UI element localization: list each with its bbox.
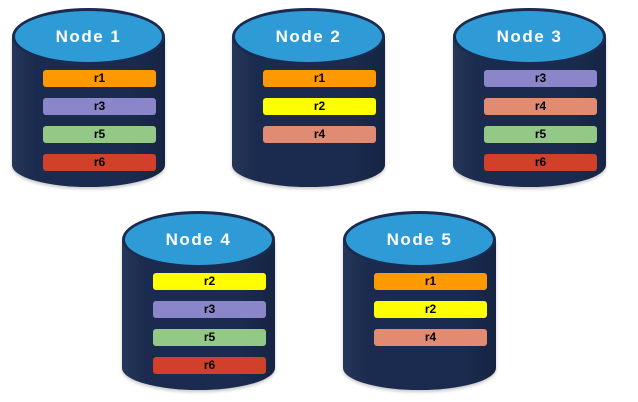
- database-node-2[interactable]: Node 2 r1 r2 r4: [232, 8, 385, 187]
- range-bar[interactable]: r5: [43, 126, 156, 143]
- range-bar[interactable]: r1: [43, 70, 156, 87]
- cylinder-top-icon: [453, 8, 606, 65]
- range-bar[interactable]: r1: [263, 70, 376, 87]
- range-list: r3 r4 r5 r6: [484, 70, 597, 171]
- range-list: r2 r3 r5 r6: [153, 273, 266, 374]
- database-node-5[interactable]: Node 5 r1 r2 r4: [343, 211, 496, 390]
- range-bar[interactable]: r6: [484, 154, 597, 171]
- range-bar[interactable]: r1: [374, 273, 487, 290]
- node-title: Node 3: [496, 27, 563, 46]
- range-bar[interactable]: r5: [153, 329, 266, 346]
- range-bar[interactable]: r4: [374, 329, 487, 346]
- range-bar[interactable]: r5: [484, 126, 597, 143]
- range-bar[interactable]: r2: [374, 301, 487, 318]
- range-bar[interactable]: r2: [263, 98, 376, 115]
- range-list: r1 r2 r4: [263, 70, 376, 143]
- range-list: r1 r3 r5 r6: [43, 70, 156, 171]
- range-bar[interactable]: r6: [153, 357, 266, 374]
- cylinder-top-icon: [122, 211, 275, 268]
- range-bar[interactable]: r4: [263, 126, 376, 143]
- range-bar[interactable]: r6: [43, 154, 156, 171]
- node-title: Node 4: [165, 230, 232, 249]
- range-list: r1 r2 r4: [374, 273, 487, 346]
- node-title: Node 2: [275, 27, 342, 46]
- node-title: Node 5: [386, 230, 453, 249]
- range-bar[interactable]: r3: [153, 301, 266, 318]
- database-node-1[interactable]: Node 1 r1 r3 r5 r6: [12, 8, 165, 187]
- cylinder-top-icon: [343, 211, 496, 268]
- range-bar[interactable]: r4: [484, 98, 597, 115]
- node-title: Node 1: [55, 27, 122, 46]
- database-node-3[interactable]: Node 3 r3 r4 r5 r6: [453, 8, 606, 187]
- range-bar[interactable]: r3: [43, 98, 156, 115]
- range-bar[interactable]: r2: [153, 273, 266, 290]
- database-node-4[interactable]: Node 4 r2 r3 r5 r6: [122, 211, 275, 390]
- cylinder-top-icon: [232, 8, 385, 65]
- range-bar[interactable]: r3: [484, 70, 597, 87]
- cylinder-top-icon: [12, 8, 165, 65]
